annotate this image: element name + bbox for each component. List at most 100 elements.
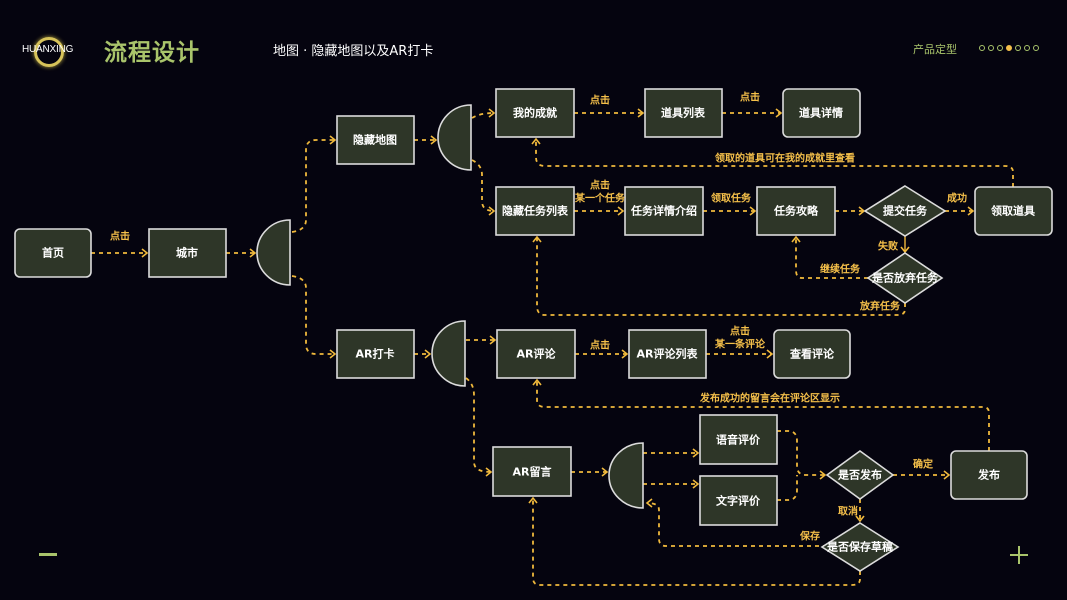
edge-save-gate: [645, 498, 827, 547]
edge-labels: 点击 点击 点击 领取的道具可在我的成就里查看 点击 某一个任务 领取任务 成功…: [110, 91, 967, 543]
zoom-in-icon[interactable]: [1010, 546, 1028, 564]
node-label: AR评论列表: [637, 347, 699, 361]
branch-gate-ar: [431, 320, 466, 387]
node-label: 语音评价: [716, 433, 761, 447]
node-ar-checkin[interactable]: AR打卡: [336, 329, 415, 379]
shape: [495, 186, 575, 236]
shape: [496, 329, 576, 379]
page-dot[interactable]: [1033, 45, 1039, 51]
node-item-list[interactable]: 道具列表: [644, 88, 723, 138]
edges: [91, 108, 1014, 586]
node-label: 查看评论: [790, 347, 835, 361]
logo: HUANXING: [22, 36, 74, 67]
label-claim-feedback: 领取的道具可在我的成就里查看: [715, 152, 855, 165]
edge-claim-achievements: [531, 137, 1014, 187]
edge-text-publish-q: [777, 475, 798, 501]
label-save: 保存: [799, 530, 820, 543]
node-label: 隐藏任务列表: [502, 204, 569, 218]
shape: [863, 185, 947, 237]
page-dot[interactable]: [979, 45, 985, 51]
shape: [782, 88, 861, 138]
node-ar-message[interactable]: AR留言: [492, 446, 572, 497]
node-claim-item[interactable]: 领取道具: [974, 186, 1053, 236]
node-task-guide[interactable]: 任务攻略: [756, 186, 836, 236]
page-dot[interactable]: [997, 45, 1003, 51]
page-dot[interactable]: [1015, 45, 1021, 51]
label-publish-feedback: 发布成功的留言会在评论区显示: [699, 392, 840, 405]
edge-publish-review: [532, 378, 990, 451]
label-home-city: 点击: [110, 230, 130, 243]
node-voice-review[interactable]: 语音评价: [699, 414, 778, 465]
logo-text: HUANXING: [22, 44, 74, 55]
node-view-review[interactable]: 查看评论: [773, 329, 851, 379]
decision-publish[interactable]: 是否发布: [825, 450, 895, 500]
edge-gate-ar-checkin: [291, 275, 337, 359]
shape: [699, 475, 778, 526]
shape: [820, 522, 900, 572]
node-ar-review[interactable]: AR评论: [496, 329, 576, 379]
label-cancel: 取消: [838, 505, 858, 518]
node-label: 文字评价: [716, 494, 761, 508]
node-label: 道具列表: [661, 106, 706, 120]
node-my-achievements[interactable]: 我的成就: [495, 88, 575, 138]
page-progress-dots: [979, 45, 1039, 51]
page-dot[interactable]: [1024, 45, 1030, 51]
node-publish[interactable]: 发布: [950, 450, 1028, 500]
decision-save-draft[interactable]: 是否保存草稿: [820, 522, 900, 572]
shape: [644, 88, 723, 138]
label-ach-items: 点击: [590, 94, 610, 107]
node-label: 任务攻略: [773, 204, 819, 218]
label-fail: 失败: [878, 240, 898, 253]
decision-abandon-task[interactable]: 是否放弃任务: [866, 252, 944, 304]
node-label: AR留言: [513, 465, 552, 479]
branch-gate-city: [256, 219, 291, 286]
shape: [148, 228, 227, 278]
label-abandon: 放弃任务: [859, 300, 901, 313]
decision-submit-task[interactable]: 提交任务: [863, 185, 947, 237]
label-list-click: 点击: [730, 325, 750, 338]
node-label: 道具详情: [799, 106, 843, 120]
node-hidden-map[interactable]: 隐藏地图: [336, 115, 415, 165]
edge-abandon-guide: [791, 235, 868, 279]
label-confirm: 确定: [913, 458, 933, 471]
shape: [492, 446, 572, 497]
edge-voice-publish-q: [777, 430, 827, 480]
label-continue-task: 继续任务: [820, 263, 861, 276]
node-item-detail[interactable]: 道具详情: [782, 88, 861, 138]
edge-abandon-tasklist: [532, 235, 906, 316]
node-label: 领取道具: [990, 204, 1035, 218]
shape: [950, 450, 1028, 500]
zoom-out-icon[interactable]: [39, 553, 57, 556]
shape: [336, 329, 415, 379]
node-label: 隐藏地图: [353, 133, 397, 147]
node-task-detail[interactable]: 任务详情介绍: [624, 186, 704, 236]
node-ar-review-list[interactable]: AR评论列表: [628, 329, 707, 379]
shape: [624, 186, 704, 236]
node-label: 是否发布: [837, 468, 882, 482]
shape: [974, 186, 1053, 236]
shape: [866, 252, 944, 304]
node-text-review[interactable]: 文字评价: [699, 475, 778, 526]
node-label: AR评论: [517, 347, 557, 361]
page-title: 流程设计: [104, 40, 200, 66]
label-accept-task: 领取任务: [711, 192, 752, 205]
edge-gate-ar-message: [465, 377, 493, 477]
page-dot[interactable]: [988, 45, 994, 51]
node-city[interactable]: 城市: [148, 228, 227, 278]
label-tasklist-one: 某一个任务: [575, 192, 626, 205]
node-hidden-task-list[interactable]: 隐藏任务列表: [495, 186, 575, 236]
branch-gate-hidden-map: [437, 104, 472, 171]
label-items-detail: 点击: [740, 91, 760, 104]
node-label: 是否保存草稿: [826, 540, 893, 554]
edge-save-message: [528, 496, 861, 586]
node-label: 任务详情介绍: [630, 204, 697, 218]
shape: [336, 115, 415, 165]
node-home[interactable]: 首页: [14, 228, 92, 278]
shape: [699, 414, 778, 465]
shape: [628, 329, 707, 379]
page-dot[interactable]: [1006, 45, 1012, 51]
node-label: 我的成就: [513, 106, 557, 120]
shape: [825, 450, 895, 500]
node-label: 是否放弃任务: [871, 271, 939, 285]
